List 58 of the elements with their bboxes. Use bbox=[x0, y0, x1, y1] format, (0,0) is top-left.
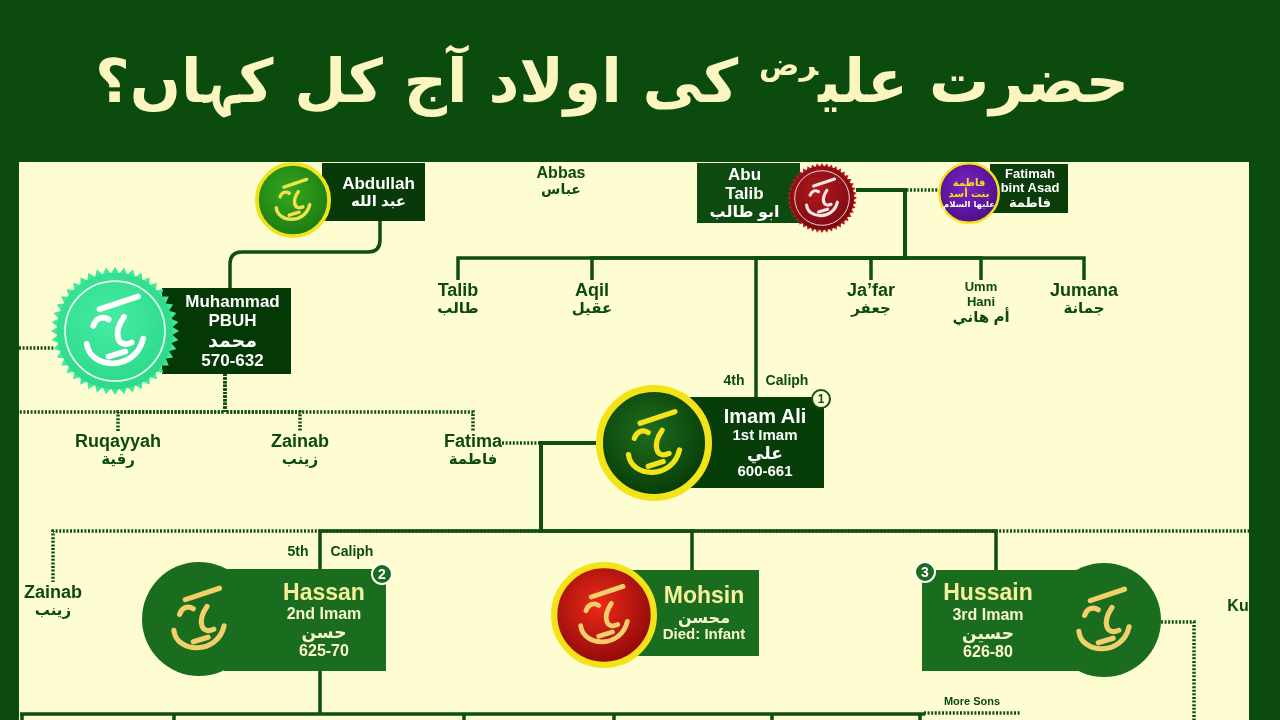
arabic-name: زينب bbox=[281, 451, 319, 468]
name-label: Zainab bbox=[271, 431, 329, 452]
arabic-name: حسن bbox=[301, 623, 347, 643]
name-label: Mohsin bbox=[663, 582, 745, 609]
dotted-connector bbox=[1160, 620, 1196, 720]
role-label: 2nd Imam bbox=[286, 605, 362, 624]
arabic-name: جعفر bbox=[851, 300, 891, 317]
dotted-connector bbox=[19, 346, 54, 350]
rank-label: 4th bbox=[723, 373, 745, 389]
connector-line bbox=[539, 441, 998, 570]
arabic-name: زينب bbox=[34, 602, 72, 619]
date-range: 625-70 bbox=[299, 642, 349, 661]
medallion-text: فاطمة بنت أسد bbox=[947, 176, 991, 200]
name-label: Jumana bbox=[1050, 280, 1118, 301]
name-label: Fatima bbox=[444, 431, 502, 452]
rank-label: Caliph bbox=[330, 544, 374, 560]
name-label: Abu Talib bbox=[724, 165, 765, 204]
name-label: Aqil bbox=[575, 280, 609, 301]
name-label: Muhammad PBUH bbox=[184, 291, 281, 330]
arabic-name: عبد الله bbox=[350, 193, 407, 210]
name-label: Fatimah bint Asad bbox=[999, 166, 1061, 196]
arabic-name: عقيل bbox=[571, 300, 613, 317]
date-range: 600-661 bbox=[737, 463, 793, 480]
name-label: Imam Ali bbox=[723, 405, 807, 428]
role-label: 3rd Imam bbox=[952, 605, 1024, 624]
name-label: Ja’far bbox=[847, 280, 895, 301]
name-label: Abdullah bbox=[342, 174, 415, 194]
arabic-name: محسن bbox=[677, 608, 731, 627]
dotted-connector bbox=[17, 374, 227, 414]
connector-line bbox=[856, 188, 1086, 280]
name-label: Abbas bbox=[536, 164, 586, 182]
arabic-name: فاطمة bbox=[1008, 195, 1052, 211]
arabic-name: طالب bbox=[437, 300, 479, 317]
role-label: 1st Imam bbox=[732, 427, 798, 445]
arabic-name: محمد bbox=[207, 329, 258, 352]
note-label: More Sons bbox=[943, 694, 1001, 708]
name-label: Hussain bbox=[943, 580, 1033, 606]
name-label: Talib bbox=[437, 280, 479, 301]
medallion-text: عليها السلام bbox=[943, 199, 995, 210]
arabic-name: حسين bbox=[962, 623, 1014, 643]
arabic-name: عباس bbox=[541, 181, 581, 198]
name-label: Umm Hani bbox=[963, 280, 998, 309]
note-label: Died: Infant bbox=[662, 626, 746, 644]
arabic-name: رقية bbox=[101, 451, 135, 468]
arabic-name: ابو طالب bbox=[709, 203, 780, 221]
name-label: Hassan bbox=[283, 579, 365, 606]
name-label: Zainab bbox=[24, 582, 82, 603]
connector-line bbox=[18, 669, 927, 720]
arabic-name: أم هاني bbox=[952, 309, 1010, 326]
date-range: 570-632 bbox=[201, 351, 264, 371]
name-label: Ku bbox=[1227, 597, 1249, 615]
rank-label: 5th bbox=[287, 544, 309, 560]
arabic-name: جمانة bbox=[1063, 300, 1105, 317]
name-label: Ruqayyah bbox=[75, 431, 161, 452]
title: حضرت علی$^{رض}$ کی اولاد آج کل کہاں؟ bbox=[95, 44, 1129, 120]
arabic-name: فاطمة bbox=[448, 451, 498, 468]
arabic-name: علي bbox=[747, 444, 783, 464]
rank-label: Caliph bbox=[765, 373, 809, 389]
